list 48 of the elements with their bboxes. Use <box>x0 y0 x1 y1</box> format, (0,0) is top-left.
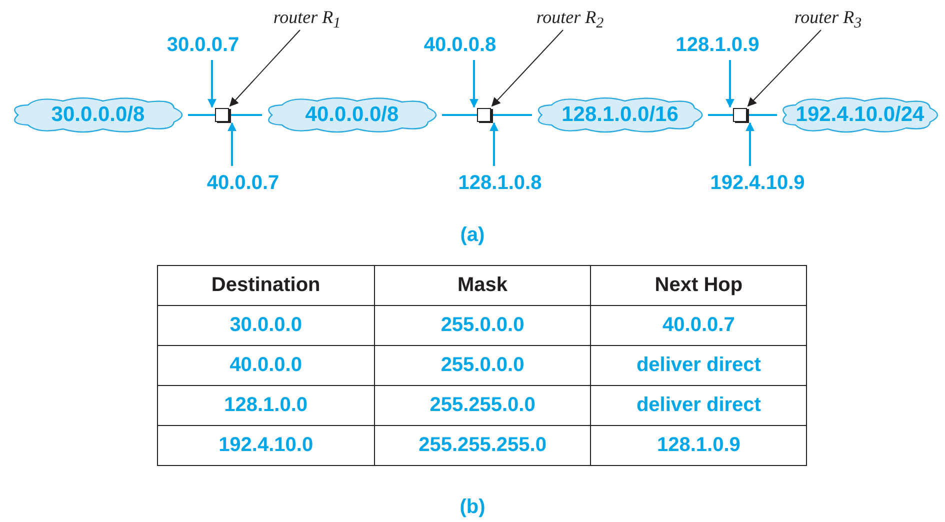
ip-address: 128.1.0.9 <box>670 32 765 58</box>
link-line <box>747 114 777 116</box>
table-cell: deliver direct <box>590 346 806 386</box>
network-address: 30.0.0.0/8 <box>51 103 145 127</box>
network-address: 192.4.10.0/24 <box>796 103 924 127</box>
table-cell: 255.0.0.0 <box>374 346 591 386</box>
arrow <box>470 60 478 108</box>
ip-address: 128.1.0.8 <box>450 170 550 196</box>
router-box <box>215 108 229 122</box>
ip-address: 192.4.10.9 <box>700 170 815 196</box>
link-line <box>491 114 532 116</box>
column-header: Destination <box>158 266 374 306</box>
arrow <box>726 60 734 108</box>
leader-line <box>747 30 822 107</box>
link-line <box>229 114 262 116</box>
network-address: 40.0.0.0/8 <box>305 103 399 127</box>
ip-address: 30.0.0.7 <box>158 32 248 58</box>
arrow <box>228 122 236 166</box>
ip-address: 40.0.0.7 <box>198 170 288 196</box>
figure-caption: (b) <box>460 496 486 518</box>
router-label: router R$_{2}$ <box>525 4 615 30</box>
arrow <box>490 122 498 166</box>
table-cell: 40.0.0.7 <box>590 306 806 346</box>
link-line <box>188 114 215 116</box>
arrow <box>746 122 754 166</box>
table-cell: 255.255.255.0 <box>374 426 591 466</box>
table-cell: 128.1.0.9 <box>590 426 806 466</box>
column-header: Mask <box>374 266 591 306</box>
link-line <box>708 114 733 116</box>
router-label: router R$_{3}$ <box>783 4 873 30</box>
table-cell: 192.4.10.0 <box>158 426 374 466</box>
figure-caption: (a) <box>460 224 485 246</box>
link-line <box>442 114 477 116</box>
arrow <box>208 60 216 108</box>
leader-line <box>229 30 300 107</box>
table-cell: 255.0.0.0 <box>374 306 591 346</box>
table-cell: 40.0.0.0 <box>158 346 374 386</box>
router-box <box>733 108 747 122</box>
column-header: Next Hop <box>590 266 806 306</box>
router-box <box>477 108 491 122</box>
leader-line <box>491 30 564 107</box>
router-label: router R$_{1}$ <box>262 4 352 30</box>
table-cell: 128.1.0.0 <box>158 386 374 426</box>
table-cell: deliver direct <box>590 386 806 426</box>
network-address: 128.1.0.0/16 <box>562 103 678 127</box>
table-cell: 30.0.0.0 <box>158 306 374 346</box>
table-cell: 255.255.0.0 <box>374 386 591 426</box>
ip-address: 40.0.0.8 <box>415 32 505 58</box>
